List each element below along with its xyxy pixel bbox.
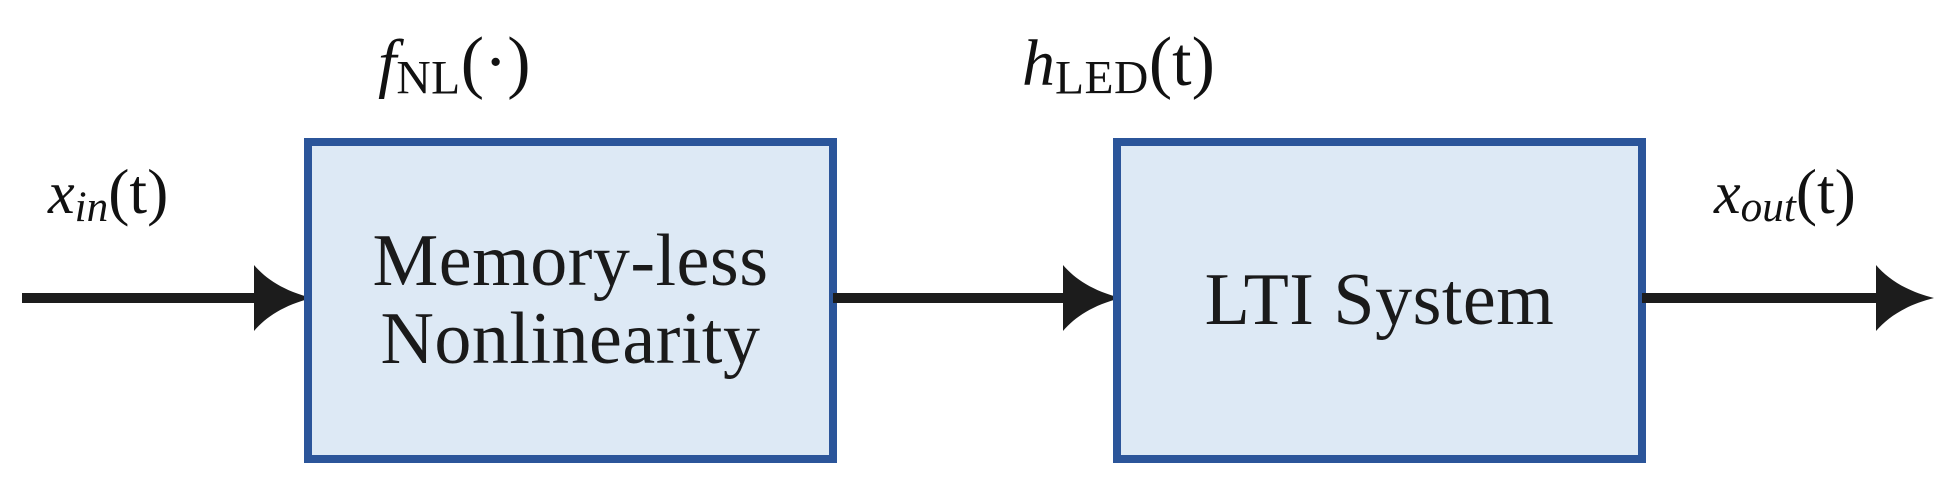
nonlinearity-function-base: f: [378, 27, 397, 100]
input-signal-argument: (t): [108, 156, 169, 227]
nonlinearity-function-argument: (·): [460, 24, 531, 101]
block-memoryless-nonlinearity[interactable]: Memory-less Nonlinearity: [304, 138, 837, 463]
output-arrow: [1642, 263, 1934, 333]
block-lti-system[interactable]: LTI System: [1113, 138, 1646, 463]
middle-arrow: [833, 263, 1121, 333]
lti-impulse-response-argument: (t): [1148, 24, 1215, 101]
nonlinearity-function-subscript: NL: [396, 52, 461, 105]
input-signal-label: xin(t): [48, 160, 168, 229]
block-memoryless-nonlinearity-line2: Nonlinearity: [380, 297, 761, 380]
nonlinearity-function-label: fNL(·): [378, 28, 531, 103]
output-signal-label: xout(t): [1714, 160, 1856, 229]
block-memoryless-nonlinearity-line1: Memory-less: [372, 219, 769, 302]
output-signal-subscript: out: [1740, 183, 1796, 231]
input-signal-base: x: [48, 160, 75, 226]
lti-impulse-response-label: hLED(t): [1022, 28, 1215, 103]
block-lti-system-line1: LTI System: [1204, 258, 1555, 341]
output-signal-argument: (t): [1795, 156, 1856, 227]
input-signal-subscript: in: [74, 183, 109, 231]
output-signal-base: x: [1714, 160, 1741, 226]
lti-impulse-response-base: h: [1022, 27, 1055, 100]
input-arrow: [22, 263, 312, 333]
lti-impulse-response-subscript: LED: [1055, 52, 1149, 105]
